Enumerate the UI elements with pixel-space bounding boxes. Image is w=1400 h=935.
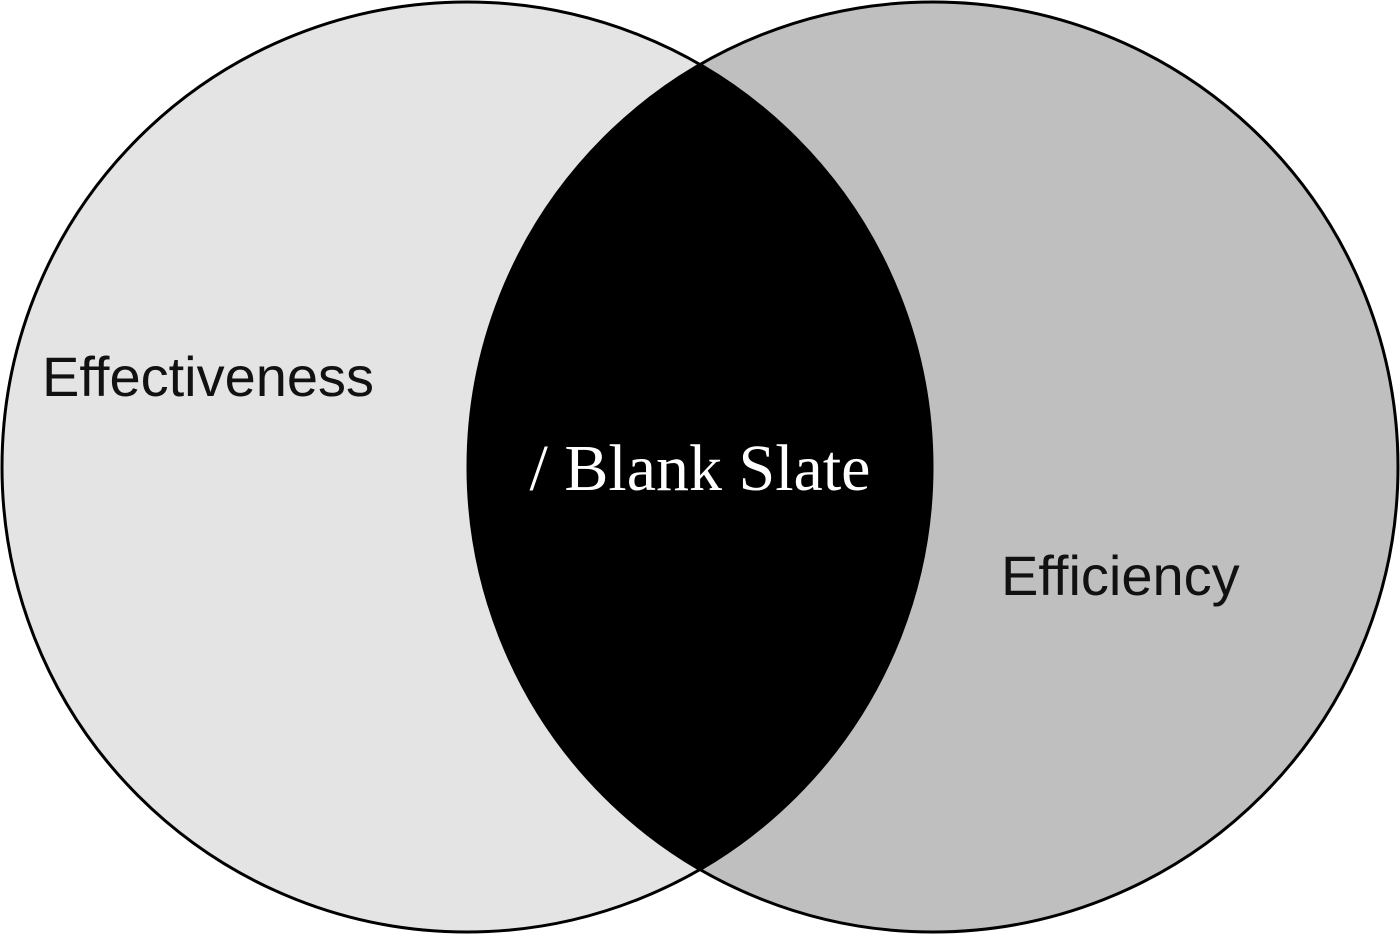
efficiency-label: Efficiency [1001,544,1240,607]
intersection-label: / Blank Slate [530,432,871,505]
efficiency-circle-outline [466,0,1400,934]
effectiveness-circle-outline [0,0,934,934]
effectiveness-label: Effectiveness [42,345,374,408]
intersection-region [468,2,932,932]
